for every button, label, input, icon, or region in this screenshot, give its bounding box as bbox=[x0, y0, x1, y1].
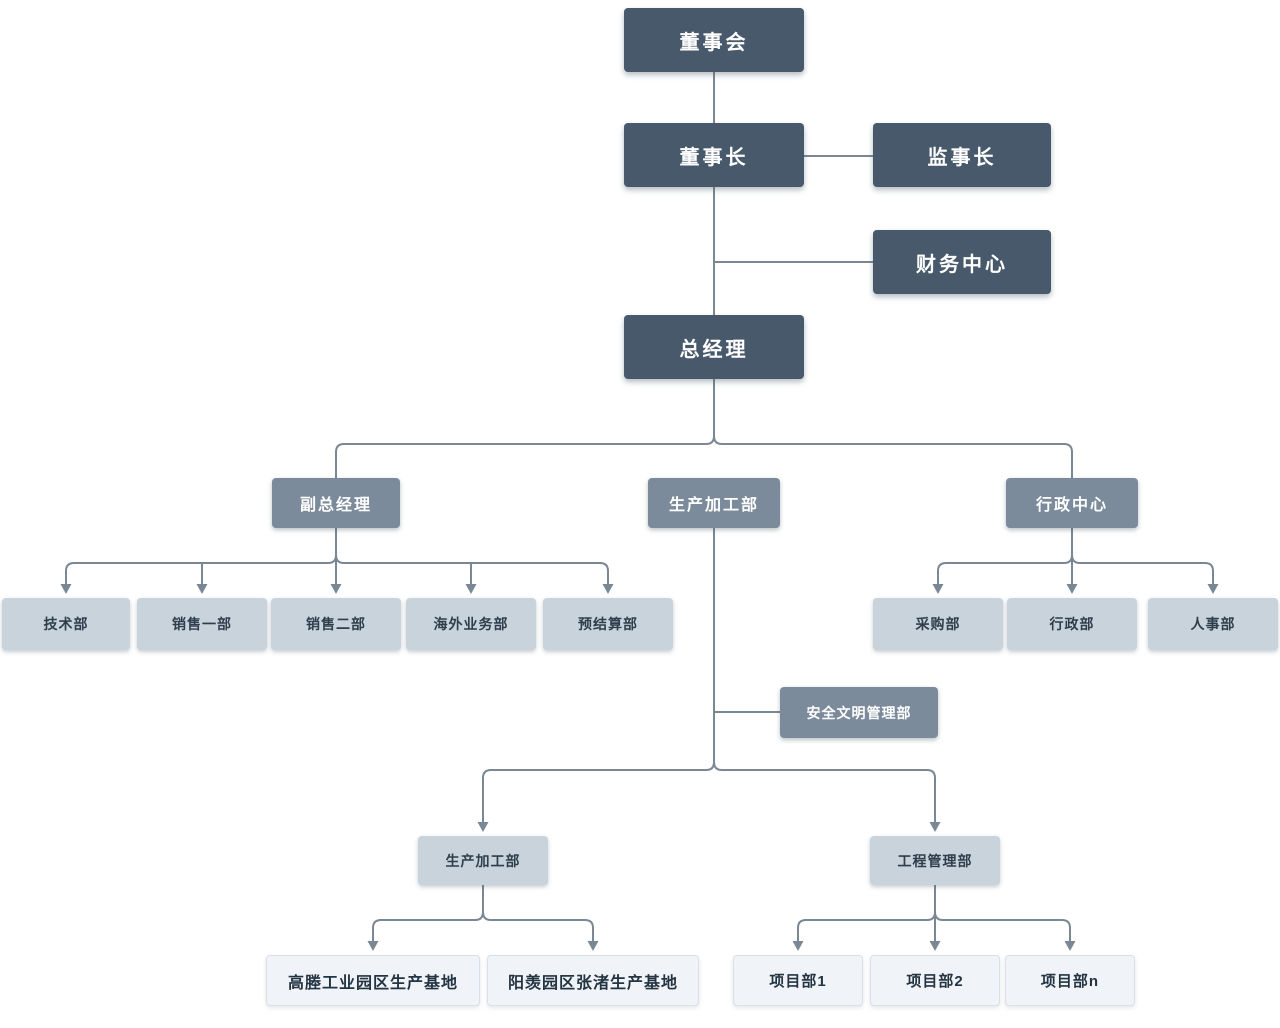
arrow-procurement-dept bbox=[932, 584, 944, 594]
arrow-yangxian-base bbox=[587, 941, 599, 951]
node-label: 采购部 bbox=[915, 616, 961, 632]
node-project-dept-n: 项目部n bbox=[1005, 955, 1135, 1006]
node-label: 海外业务部 bbox=[433, 616, 509, 632]
node-project-dept-1: 项目部1 bbox=[733, 955, 863, 1006]
node-label: 行政中心 bbox=[1035, 497, 1108, 514]
arrowheads bbox=[60, 584, 1219, 951]
node-deputy-general-manager: 副总经理 bbox=[272, 478, 400, 528]
arrow-overseas-business-dept bbox=[465, 584, 477, 594]
arrow-administration-dept bbox=[1066, 584, 1078, 594]
node-label: 董事会 bbox=[679, 31, 749, 54]
node-label: 项目部n bbox=[1040, 973, 1100, 990]
node-label: 生产加工部 bbox=[668, 497, 759, 514]
node-engineering-management-dept: 工程管理部 bbox=[870, 836, 1000, 885]
arrow-gaocheng-base bbox=[367, 941, 379, 951]
node-safety-civilization-management-dept: 安全文明管理部 bbox=[780, 687, 938, 738]
node-label: 财务中心 bbox=[916, 253, 1008, 276]
edge-gm-deputy bbox=[335, 435, 715, 478]
node-sales-dept-1: 销售一部 bbox=[137, 598, 267, 650]
node-label: 安全文明管理部 bbox=[806, 704, 912, 721]
node-label: 销售一部 bbox=[172, 616, 232, 632]
node-label: 项目部2 bbox=[906, 973, 964, 990]
node-production-processing-dept-2: 生产加工部 bbox=[418, 836, 548, 885]
edge-deputy-right bbox=[335, 554, 609, 584]
edge-production2-right bbox=[482, 911, 594, 941]
arrow-sales-dept-2 bbox=[330, 584, 342, 594]
node-sales-dept-2: 销售二部 bbox=[271, 598, 401, 650]
node-overseas-business-dept: 海外业务部 bbox=[406, 598, 536, 650]
node-label: 销售二部 bbox=[306, 616, 366, 632]
edge-production2-left bbox=[372, 911, 484, 941]
node-label: 工程管理部 bbox=[897, 852, 973, 869]
arrow-hr-dept bbox=[1207, 584, 1219, 594]
edge-engineering-left bbox=[797, 911, 936, 941]
node-chairman: 董事长 bbox=[624, 123, 804, 187]
arrow-technology-dept bbox=[60, 584, 72, 594]
arrow-engineering-management-dept bbox=[929, 822, 941, 832]
node-technology-dept: 技术部 bbox=[2, 598, 130, 650]
edge-deputy-left bbox=[65, 554, 337, 584]
arrow-project-dept-2 bbox=[929, 941, 941, 951]
node-label: 项目部1 bbox=[769, 973, 827, 990]
node-gaocheng-industrial-park-base: 高塍工业园区生产基地 bbox=[266, 955, 480, 1006]
node-procurement-dept: 采购部 bbox=[873, 598, 1003, 650]
node-supervisory-chief: 监事长 bbox=[873, 123, 1051, 187]
node-label: 行政部 bbox=[1049, 616, 1095, 632]
node-label: 高塍工业园区生产基地 bbox=[287, 974, 458, 992]
edge-production-left bbox=[482, 761, 715, 822]
connector-edges bbox=[65, 72, 1214, 941]
node-hr-dept: 人事部 bbox=[1148, 598, 1278, 650]
node-administrative-center: 行政中心 bbox=[1006, 478, 1138, 528]
node-label: 生产加工部 bbox=[445, 852, 521, 869]
node-yangxian-zhangzhu-base: 阳羡园区张渚生产基地 bbox=[487, 955, 699, 1006]
edge-engineering-right bbox=[934, 911, 1071, 941]
edge-admincenter-right bbox=[1071, 554, 1214, 584]
node-label: 董事长 bbox=[679, 146, 749, 169]
node-general-manager: 总经理 bbox=[624, 315, 804, 379]
node-label: 阳羡园区张渚生产基地 bbox=[507, 974, 678, 992]
node-budget-settlement-dept: 预结算部 bbox=[543, 598, 673, 650]
arrow-project-dept-1 bbox=[792, 941, 804, 951]
arrow-production-processing-dept-2 bbox=[477, 822, 489, 832]
node-label: 预结算部 bbox=[578, 616, 638, 632]
node-label: 技术部 bbox=[43, 616, 89, 632]
node-label: 总经理 bbox=[679, 338, 749, 361]
node-label: 监事长 bbox=[927, 146, 997, 169]
edge-production-right bbox=[713, 761, 936, 822]
node-administration-dept: 行政部 bbox=[1007, 598, 1137, 650]
node-project-dept-2: 项目部2 bbox=[870, 955, 1000, 1006]
arrow-project-dept-n bbox=[1064, 941, 1076, 951]
node-label: 人事部 bbox=[1190, 616, 1236, 632]
arrow-sales-dept-1 bbox=[196, 584, 208, 594]
edge-gm-admincenter bbox=[713, 435, 1073, 478]
arrow-budget-settlement-dept bbox=[602, 584, 614, 594]
edge-admincenter-left bbox=[937, 554, 1073, 584]
node-finance-center: 财务中心 bbox=[873, 230, 1051, 294]
node-production-processing-dept: 生产加工部 bbox=[648, 478, 780, 528]
node-board-of-directors: 董事会 bbox=[624, 8, 804, 72]
node-label: 副总经理 bbox=[299, 497, 372, 514]
